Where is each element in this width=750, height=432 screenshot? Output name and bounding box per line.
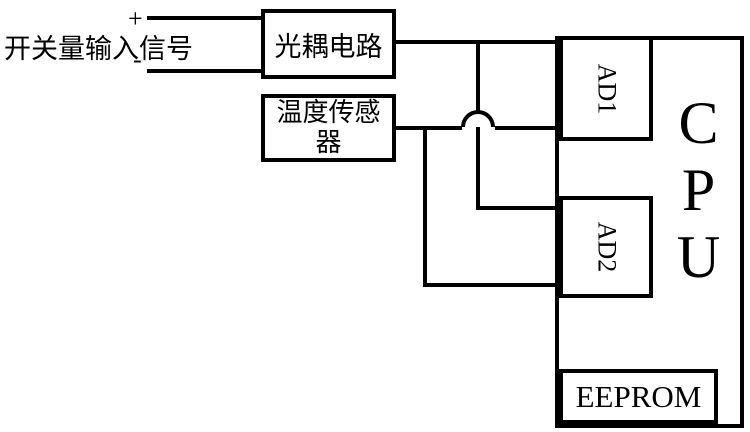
wire-temp-to-ad1-right <box>495 126 559 130</box>
temp-sensor-label-line2: 器 <box>315 128 342 158</box>
temp-sensor-label-line1: 温度传感 <box>276 98 381 128</box>
cpu-label: C P U <box>653 90 744 291</box>
wire-minus-input <box>147 69 262 73</box>
cpu-letter-c: C <box>678 90 719 156</box>
wire-temp-branch-vertical <box>423 126 427 287</box>
ad2-box: AD2 <box>559 196 653 298</box>
eeprom-box: EEPROM <box>559 369 718 424</box>
ad1-label: AD1 <box>592 63 621 114</box>
minus-terminal-label: - <box>133 45 142 74</box>
wire-temp-to-ad1-left <box>396 126 462 130</box>
eeprom-label: EEPROM <box>575 378 702 414</box>
plus-terminal-label: + <box>128 4 143 33</box>
optocoupler-label: 光耦电路 <box>274 31 383 63</box>
optocoupler-box: 光耦电路 <box>261 9 396 79</box>
cpu-letter-u: U <box>676 224 721 290</box>
wire-temp-branch-to-ad2 <box>423 283 559 287</box>
cpu-letter-p: P <box>681 157 716 223</box>
temp-sensor-box: 温度传感 器 <box>261 94 396 162</box>
wire-crossover-hop <box>461 110 495 127</box>
input-signal-label: 开关量输入信号 <box>4 34 193 65</box>
wire-opto-branch-to-ad2 <box>476 206 559 210</box>
ad2-label: AD2 <box>592 221 621 273</box>
ad1-box: AD1 <box>559 36 653 141</box>
wire-plus-input <box>147 16 262 20</box>
